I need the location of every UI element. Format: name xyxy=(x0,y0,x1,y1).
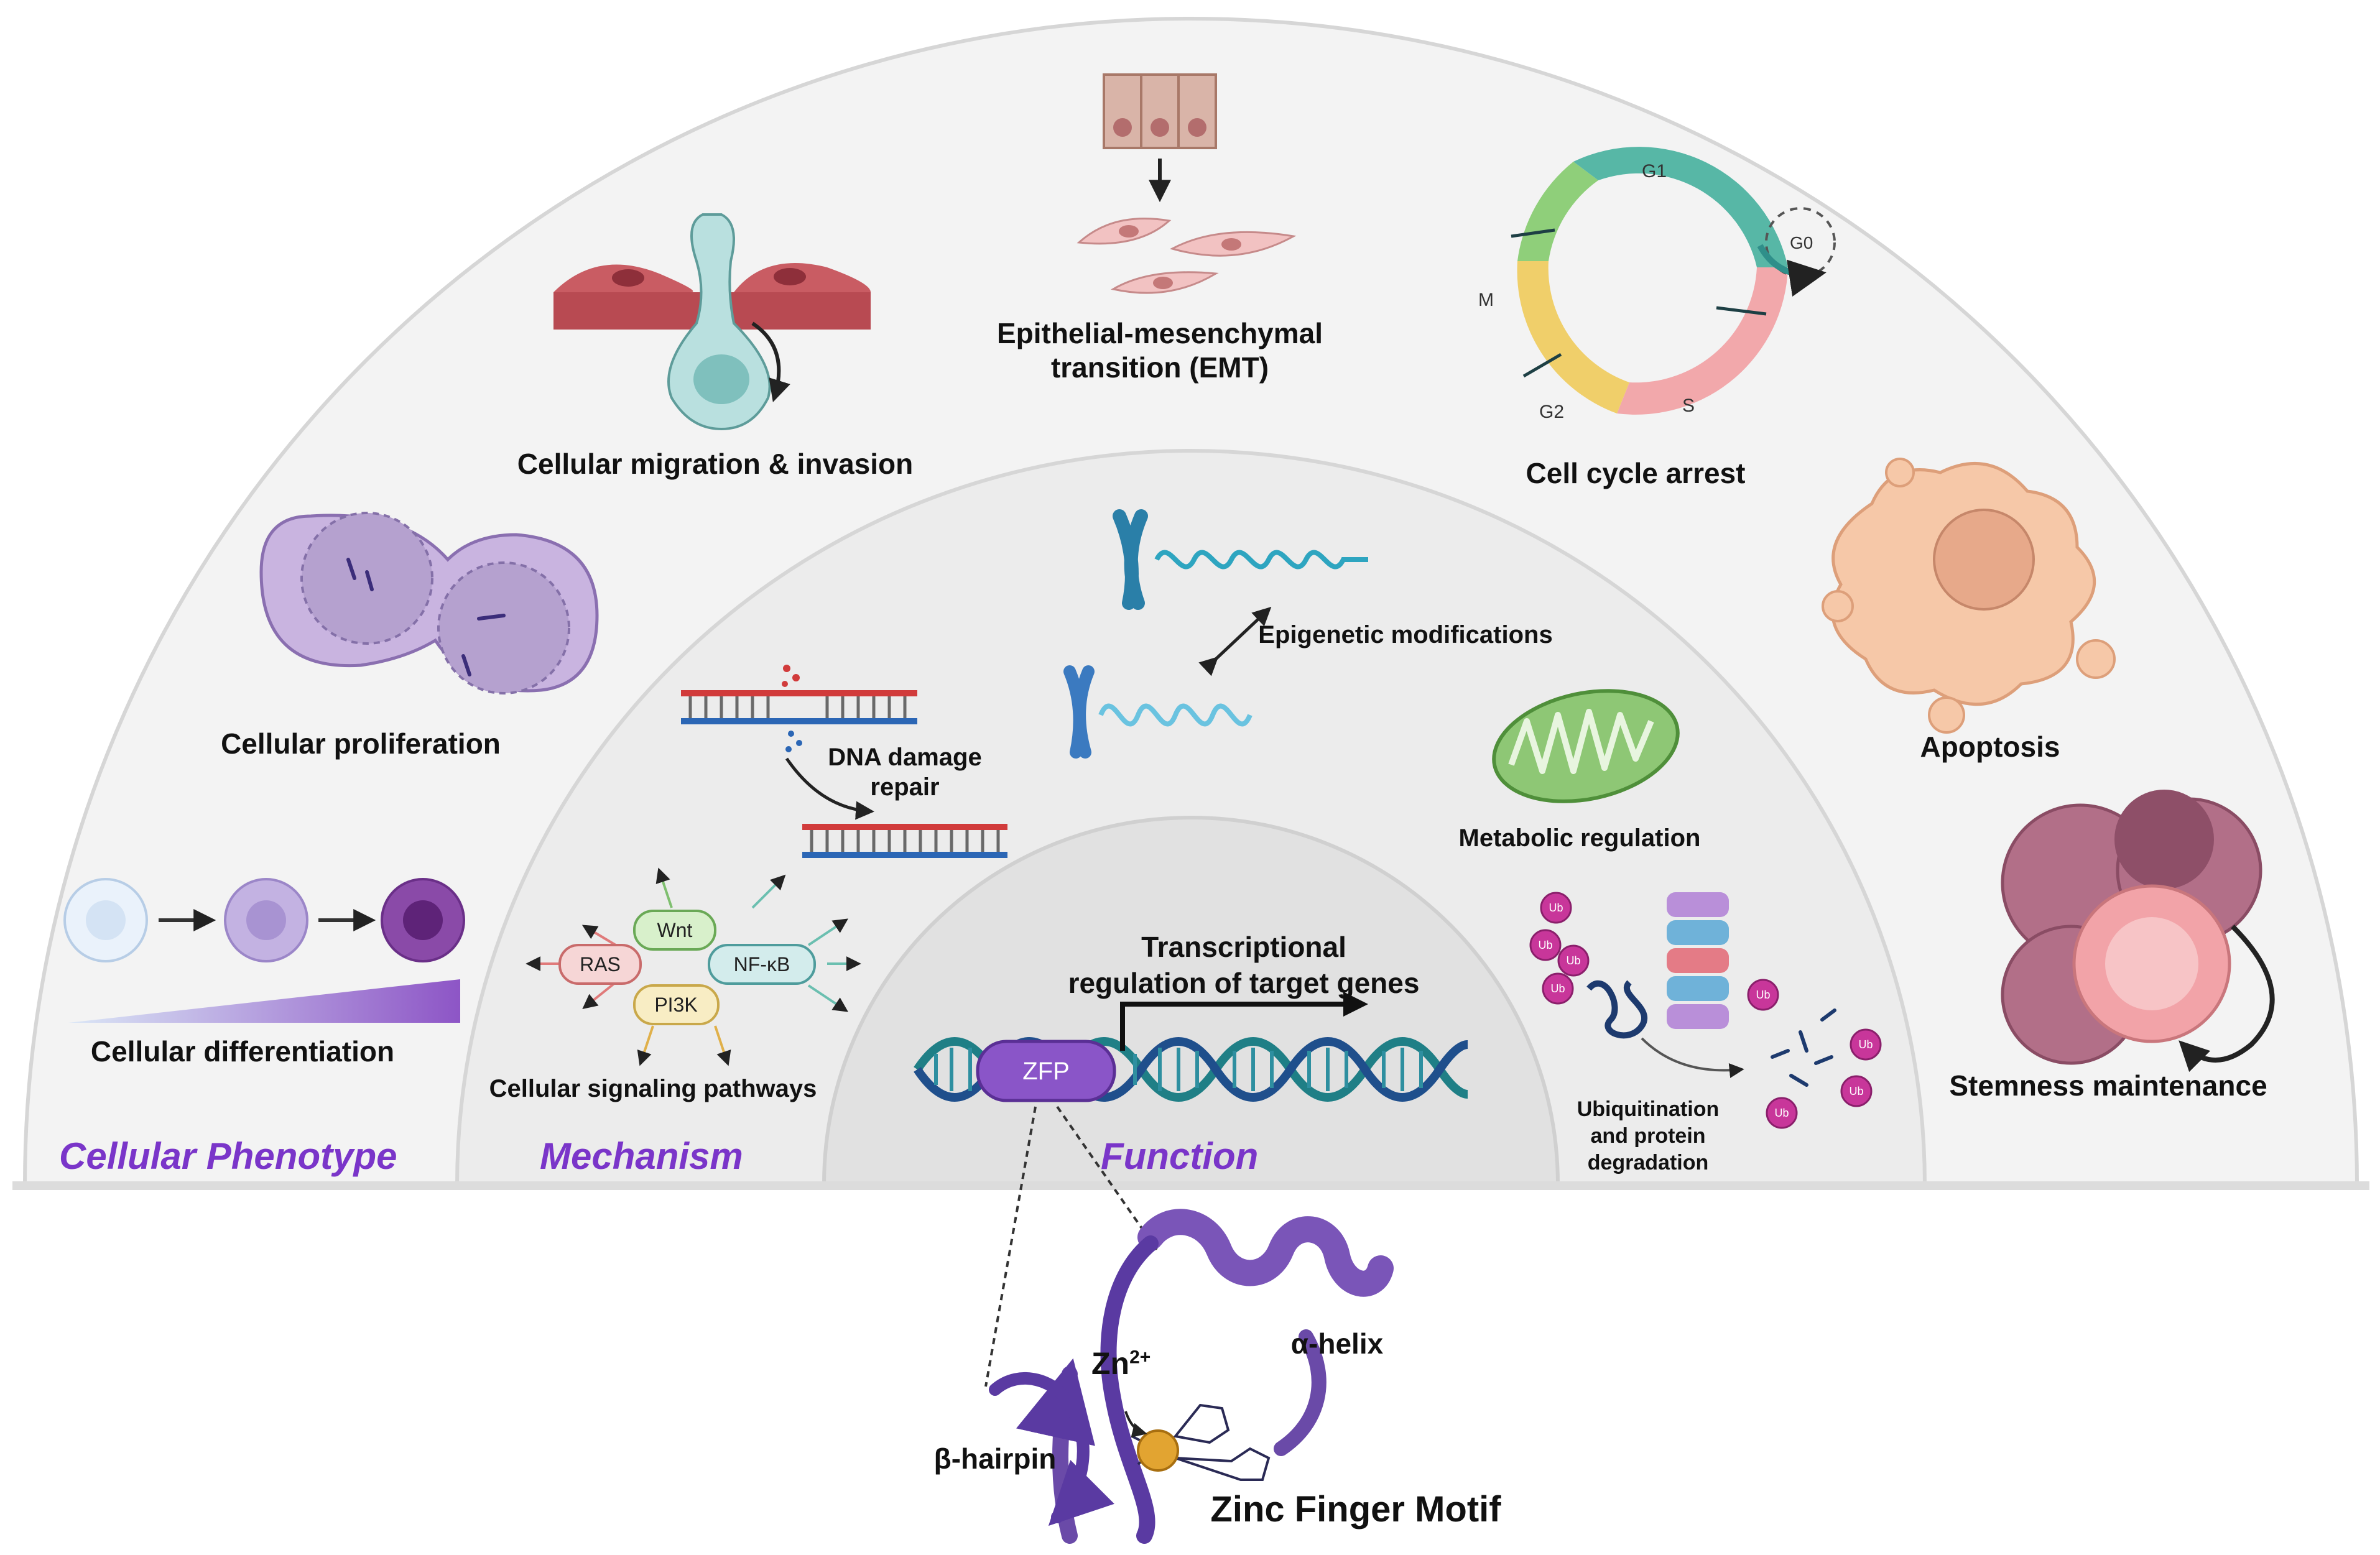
ring-label-function: Function xyxy=(1101,1135,1259,1177)
phase-g2-label: G2 xyxy=(1539,402,1564,422)
pathway-wnt: Wnt xyxy=(657,919,693,941)
epigenetic-illustration xyxy=(1063,509,1368,759)
zn-label: Zn2+ xyxy=(1091,1346,1151,1382)
stemness-illustration xyxy=(2001,790,2275,1073)
differentiation-label: Cellular differentiation xyxy=(90,1035,395,1068)
ubiquitination-label-line3: degradation xyxy=(1587,1151,1709,1174)
migration-invasion-illustration xyxy=(553,213,871,431)
ubiquitination-illustration: Ub Ub Ub Ub Ub Ub Ub Ub xyxy=(1529,892,1882,1129)
signaling-label: Cellular signaling pathways xyxy=(489,1075,817,1102)
pathway-ras: RAS xyxy=(580,953,621,976)
zfp-protein: ZFP xyxy=(976,1040,1116,1102)
dna-repair-label-line2: repair xyxy=(870,773,940,801)
ub-tag: Ub xyxy=(1550,982,1565,995)
phase-g0-label: G0 xyxy=(1790,233,1813,252)
ub-tag: Ub xyxy=(1849,1085,1863,1097)
phase-g1-label: G1 xyxy=(1642,161,1667,182)
transcription-label-line2: regulation of target genes xyxy=(1068,967,1420,999)
mitochondrion-illustration xyxy=(1492,689,1680,803)
ring-label-cellular-phenotype: Cellular Phenotype xyxy=(59,1135,397,1177)
zn-charge: 2+ xyxy=(1129,1347,1151,1368)
signaling-pathways-illustration: Wnt RAS NF-κB PI3K xyxy=(526,867,861,1066)
alpha-helix-label: α-helix xyxy=(1290,1327,1384,1360)
ub-tag: Ub xyxy=(1774,1107,1789,1119)
zfp-label: ZFP xyxy=(1022,1058,1070,1085)
pathway-pi3k: PI3K xyxy=(654,994,697,1016)
cell-cycle-illustration: G1 G0 M S G2 xyxy=(1478,147,1836,422)
emt-label-line1: Epithelial-mesenchymal xyxy=(996,317,1323,349)
zinc-finger-motif-illustration xyxy=(984,1105,1394,1544)
differentiation-illustration xyxy=(63,878,465,1023)
apoptosis-illustration xyxy=(1822,458,2116,734)
phase-m-label: M xyxy=(1478,290,1494,310)
dna-repair-illustration xyxy=(681,665,1007,858)
stemness-label: Stemness maintenance xyxy=(1949,1069,2267,1102)
epigenetic-label: Epigenetic modifications xyxy=(1258,621,1553,648)
ring-label-mechanism: Mechanism xyxy=(540,1135,743,1177)
ub-tag: Ub xyxy=(1566,954,1580,967)
ubiquitination-label-line1: Ubiquitination xyxy=(1577,1097,1720,1121)
ub-tag: Ub xyxy=(1858,1038,1873,1051)
cell-cycle-label: Cell cycle arrest xyxy=(1526,457,1746,489)
ub-tag: Ub xyxy=(1756,989,1770,1001)
metabolic-label: Metabolic regulation xyxy=(1458,824,1701,852)
phase-s-label: S xyxy=(1682,395,1695,416)
dna-repair-label-line1: DNA damage xyxy=(828,744,982,771)
ub-tag: Ub xyxy=(1549,902,1563,914)
ub-tag: Ub xyxy=(1538,939,1552,951)
proliferation-illustration xyxy=(259,512,599,694)
beta-hairpin-label: β-hairpin xyxy=(933,1442,1057,1475)
transcription-label-line1: Transcriptional xyxy=(1141,931,1346,963)
zn-symbol: Zn xyxy=(1091,1346,1130,1381)
apoptosis-label: Apoptosis xyxy=(1920,731,2060,763)
zinc-finger-motif-title: Zinc Finger Motif xyxy=(1210,1489,1501,1530)
ubiquitination-label-line2: and protein xyxy=(1590,1124,1706,1148)
proliferation-label: Cellular proliferation xyxy=(221,727,501,760)
migration-label: Cellular migration & invasion xyxy=(517,448,914,480)
pathway-nfkb: NF-κB xyxy=(734,953,790,976)
baseline-bar xyxy=(12,1181,2369,1190)
emt-illustration xyxy=(1077,73,1297,294)
emt-label-line2: transition (EMT) xyxy=(1050,351,1269,384)
